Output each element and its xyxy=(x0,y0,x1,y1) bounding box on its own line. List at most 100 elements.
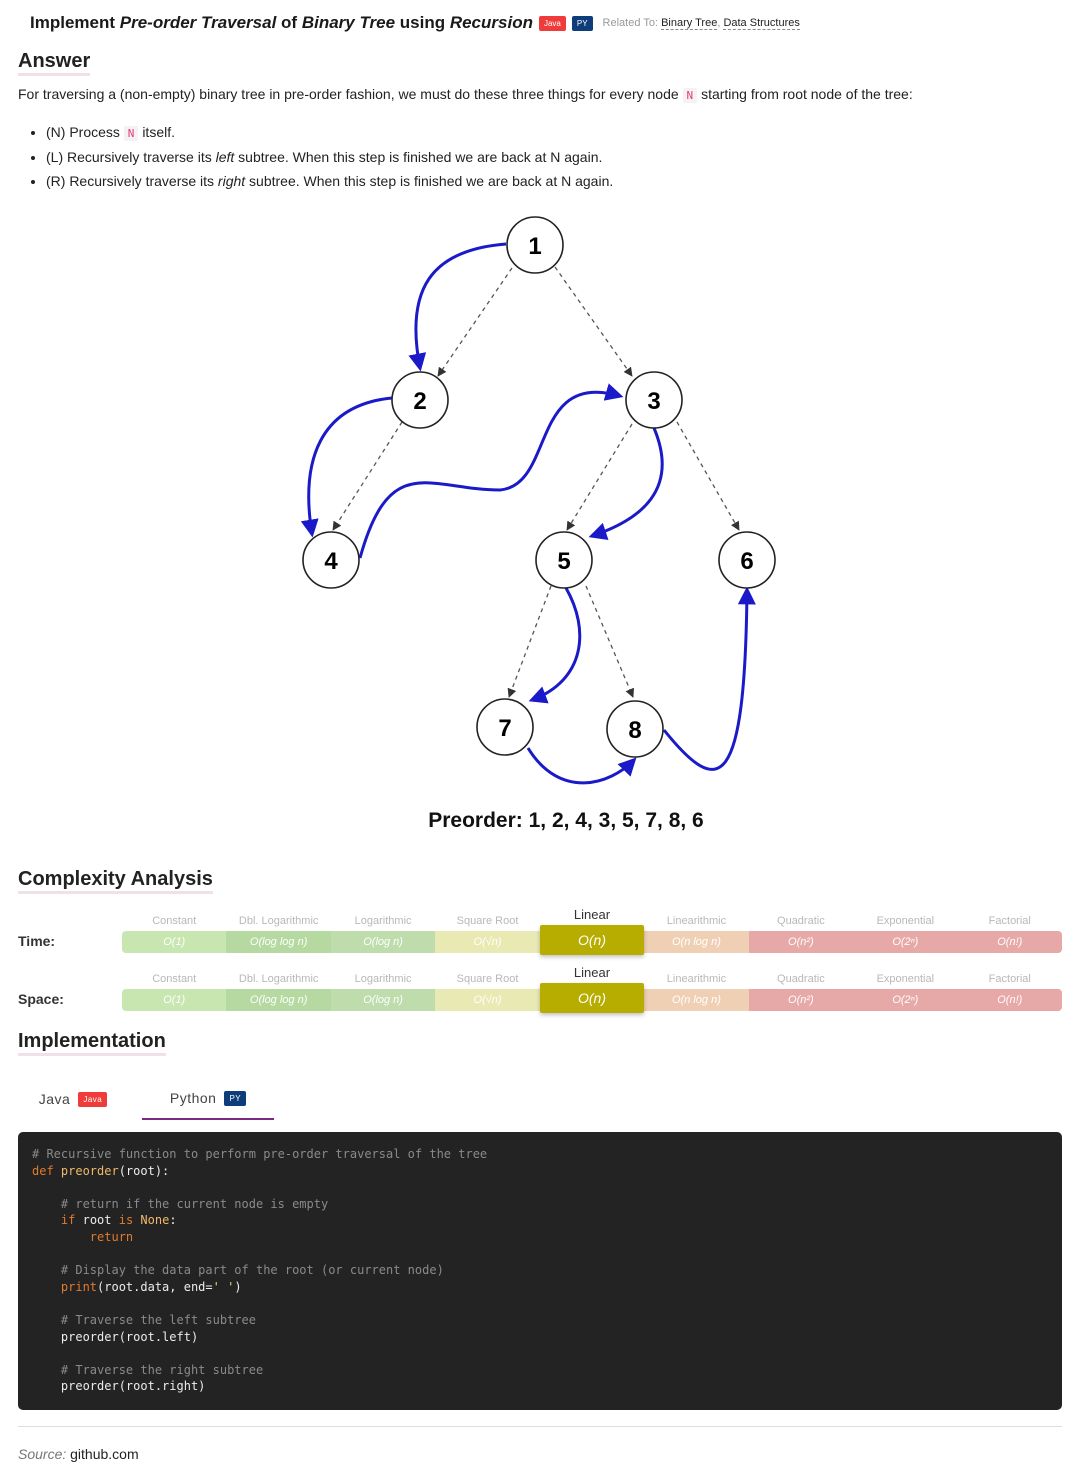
code-line: # Traverse the right subtree xyxy=(32,1362,264,1377)
traversal-arrow xyxy=(528,587,582,704)
code-line: preorder(root.right) xyxy=(32,1379,206,1394)
traversal-path xyxy=(300,242,756,785)
complexity-class-name: Square Root xyxy=(456,973,519,985)
language-tabs: Java Java Python PY xyxy=(18,1078,1062,1120)
tree-node: 6 xyxy=(718,531,776,589)
code-block[interactable]: # Recursive function to perform pre-orde… xyxy=(18,1132,1062,1410)
list-item: (L) Recursively traverse its left subtre… xyxy=(46,147,613,172)
bullet-code: N xyxy=(123,126,139,141)
code-line xyxy=(32,1179,1048,1196)
bullet-text: itself. xyxy=(142,124,175,140)
traversal-arrow xyxy=(662,586,756,771)
complexity-heading: Complexity Analysis xyxy=(18,868,213,894)
complexity-notation: O(n²) xyxy=(748,989,854,1011)
bullet-emphasis: left xyxy=(215,148,235,165)
tree-edge xyxy=(437,267,513,377)
complexity-notation: O(n!) xyxy=(957,931,1062,953)
bullet-text: (L) Recursively traverse its xyxy=(46,148,212,165)
complexity-class-name: Factorial xyxy=(988,915,1031,927)
divider xyxy=(18,1426,1062,1427)
time-label: Time: xyxy=(18,933,56,949)
complexity-class-name: Square Root xyxy=(456,915,519,927)
complexity-notation: O(1) xyxy=(122,989,227,1011)
complexity-notation: O(n) xyxy=(539,925,645,955)
implementation-heading: Implementation xyxy=(18,1030,166,1056)
complexity-class-name: Dbl. Logarithmic xyxy=(238,973,319,985)
answer-bullets: (N) Process N itself. (L) Recursively tr… xyxy=(28,122,613,196)
tree-node: 1 xyxy=(506,216,564,274)
complexity-notation: O(n log n) xyxy=(644,931,749,953)
node-label: 3 xyxy=(647,388,660,415)
java-badge: Java xyxy=(538,15,566,31)
code-line: print(root.data, end=' ') xyxy=(60,1279,242,1294)
complexity-class-name: Exponential xyxy=(876,973,935,985)
traversal-arrow xyxy=(358,383,624,559)
code-line: # Traverse the left subtree xyxy=(32,1312,256,1327)
source-label: Source: xyxy=(18,1446,67,1462)
complexity-notation: O(1) xyxy=(122,931,227,953)
complexity-notation: O(n) xyxy=(539,983,645,1013)
intro-text: For traversing a (non-empty) binary tree… xyxy=(18,86,679,102)
code-line xyxy=(32,1295,1048,1312)
title-row: Implement Pre-order Traversal of Binary … xyxy=(30,10,800,36)
bullet-text: subtree. When this step is finished we a… xyxy=(238,148,603,165)
code-line xyxy=(32,1345,1048,1362)
preorder-tree-diagram: 1 2 3 4 5 6 7 8 Preorder: 1, 2, 4, 3, 5,… xyxy=(300,216,776,832)
complexity-notation: O(√n) xyxy=(435,989,540,1011)
title-segment: of xyxy=(276,13,302,32)
tree-node: 4 xyxy=(302,531,360,589)
tab-java[interactable]: Java Java xyxy=(18,1078,128,1120)
title-segment: Binary Tree xyxy=(301,13,396,32)
tab-python[interactable]: Python PY xyxy=(142,1078,274,1120)
complexity-notation: O(n log n) xyxy=(644,989,749,1011)
tree-edge xyxy=(554,266,633,377)
node-label: 7 xyxy=(498,715,511,742)
complexity-class-name: Constant xyxy=(152,973,197,985)
node-label: 8 xyxy=(628,717,641,744)
complexity-class-name: Logarithmic xyxy=(354,915,412,927)
complexity-class-name: Constant xyxy=(152,915,197,927)
bullet-text: (R) Recursively traverse its xyxy=(46,173,215,189)
related-link-data-structures[interactable]: Data Structures xyxy=(723,17,800,30)
complexity-notation: O(√n) xyxy=(435,931,540,953)
python-badge: PY xyxy=(571,15,593,31)
title-segment: Recursion xyxy=(449,13,533,32)
code-line: if root is None: xyxy=(60,1213,177,1228)
complexity-class-name: Linear xyxy=(573,965,611,980)
java-badge: Java xyxy=(78,1091,108,1107)
code-line: # Recursive function to perform pre-orde… xyxy=(32,1147,488,1161)
complexity-class-name: Exponential xyxy=(876,915,935,927)
code-line: # Display the data part of the root (or … xyxy=(32,1263,444,1278)
traversal-arrow xyxy=(408,242,507,372)
traversal-arrow xyxy=(588,427,664,540)
complexity-notation: O(log log n) xyxy=(226,989,331,1011)
tree-node: 2 xyxy=(391,371,449,429)
related-prefix: Related To: xyxy=(602,17,658,29)
source-line: Source: github.com xyxy=(18,1446,139,1462)
list-item: (R) Recursively traverse its right subtr… xyxy=(46,171,613,196)
complexity-class-name: Dbl. Logarithmic xyxy=(238,915,319,927)
related-link-binary-tree[interactable]: Binary Tree xyxy=(661,17,718,30)
complexity-notation: O(2ⁿ) xyxy=(853,931,958,953)
title-segment: Implement xyxy=(30,13,120,32)
tree-edge xyxy=(676,421,740,531)
title-segment: using xyxy=(395,13,450,32)
tree-edge xyxy=(507,585,552,698)
related-separator: , xyxy=(717,17,724,29)
complexity-notation: O(log n) xyxy=(330,931,436,953)
answer-intro: For traversing a (non-empty) binary tree… xyxy=(18,86,913,103)
